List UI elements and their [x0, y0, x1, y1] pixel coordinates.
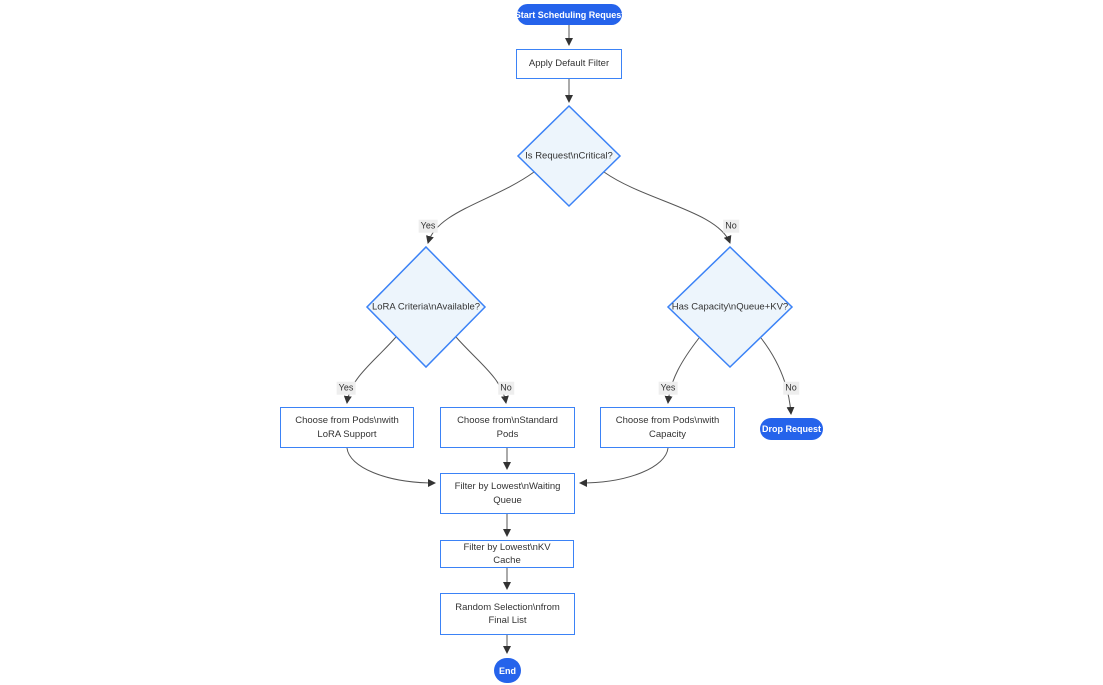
- edge-capacity-no: [760, 337, 795, 415]
- has-capacity-label: Has Capacity\nQueue+KV?: [671, 301, 789, 313]
- edge-critical-yes: [426, 171, 535, 244]
- decision-is-critical: [516, 104, 622, 208]
- edge-lora-no: [455, 336, 509, 404]
- edge-critical-no: [603, 171, 732, 244]
- edge-label-capacity-no: No: [783, 381, 799, 395]
- edge-label-lora-yes: Yes: [336, 381, 356, 395]
- drop-request-node: Drop Request: [760, 418, 823, 440]
- choose-lora-pods-node: Choose from Pods\nwith LoRA Support: [280, 407, 414, 448]
- start-node: Start Scheduling Request: [515, 4, 624, 25]
- filter-waiting-queue-node: Filter by Lowest\nWaiting Queue: [440, 473, 575, 514]
- random-selection-node: Random Selection\nfrom Final List: [440, 593, 575, 635]
- edge-capacity-yes: [664, 337, 700, 404]
- edge-label-critical-yes: Yes: [418, 219, 438, 233]
- filter-kv-cache-node: Filter by Lowest\nKV Cache: [440, 540, 574, 568]
- edge-box3-filter: [579, 447, 669, 487]
- decision-has-capacity: [666, 245, 794, 369]
- edge-label-critical-no: No: [723, 219, 739, 233]
- lora-criteria-label: LoRA Criteria\nAvailable?: [371, 301, 481, 313]
- choose-capacity-pods-node: Choose from Pods\nwith Capacity: [600, 407, 735, 448]
- apply-default-filter-node: Apply Default Filter: [516, 49, 622, 79]
- edge-lora-yes: [343, 336, 397, 404]
- end-node: End: [494, 658, 521, 683]
- edge-label-lora-no: No: [498, 381, 514, 395]
- is-critical-label: Is Request\nCritical?: [525, 150, 613, 162]
- edge-label-capacity-yes: Yes: [658, 381, 678, 395]
- decision-lora-criteria: [365, 245, 487, 369]
- choose-standard-pods-node: Choose from\nStandard Pods: [440, 407, 575, 448]
- edge-box1-filter: [346, 447, 436, 487]
